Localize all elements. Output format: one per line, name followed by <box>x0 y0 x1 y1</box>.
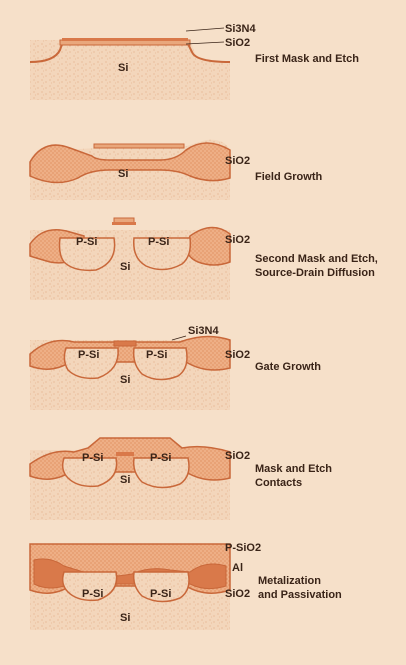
stage-2-cross-section <box>29 139 231 200</box>
stage-5-cross-section <box>29 437 231 520</box>
stage-5-p-region-left: P-Si <box>82 452 104 464</box>
stage-4-p-region-right: P-Si <box>146 349 168 361</box>
stage-4-label-1: SiO2 <box>225 349 251 361</box>
stage-6-p-region-right: P-Si <box>150 588 172 600</box>
stage-5-label-0: SiO2 <box>225 450 251 462</box>
stage-3-cross-section <box>29 217 231 300</box>
stage-6-cross-section <box>29 543 231 630</box>
stage-4-substrate: Si <box>120 374 131 386</box>
stage-3-substrate: Si <box>120 261 131 273</box>
stage-1-label-1: SiO2 <box>225 37 251 49</box>
stage-5-substrate: Si <box>120 474 131 486</box>
stage-2-substrate: Si <box>118 168 129 180</box>
stage-4-p-region-left: P-Si <box>78 349 100 361</box>
stage-5-p-region-right: P-Si <box>150 452 172 464</box>
stage-2-caption: Field Growth <box>255 171 323 183</box>
stage-6-caption: Metalization and Passivation <box>258 575 342 601</box>
stage-4-cross-section <box>29 335 231 410</box>
stage-3-p-region-left: P-Si <box>76 236 98 248</box>
stage-6-label-2: SiO2 <box>225 588 251 600</box>
stage-6-substrate: Si <box>120 612 131 624</box>
stage-3-p-region-right: P-Si <box>148 236 170 248</box>
stage-2-label-0: SiO2 <box>225 155 251 167</box>
stage-1-caption: First Mask and Etch <box>255 53 359 65</box>
stage-4-caption: Gate Growth <box>255 361 322 373</box>
stage-4-label-0: Si3N4 <box>188 325 219 337</box>
stage-3-caption: Second Mask and Etch, Source-Drain Diffu… <box>255 253 378 279</box>
stage-3-label-0: SiO2 <box>225 234 251 246</box>
stage-1-substrate: Si <box>118 62 129 74</box>
stage-1-label-0: Si3N4 <box>225 23 256 35</box>
stage-6-label-0: P-SiO2 <box>225 542 262 554</box>
stage-1-cross-section <box>29 27 231 100</box>
stage-6-p-region-left: P-Si <box>82 588 104 600</box>
stage-5-caption: Mask and Etch Contacts <box>255 463 333 489</box>
stage-6-label-1: Al <box>232 562 243 574</box>
